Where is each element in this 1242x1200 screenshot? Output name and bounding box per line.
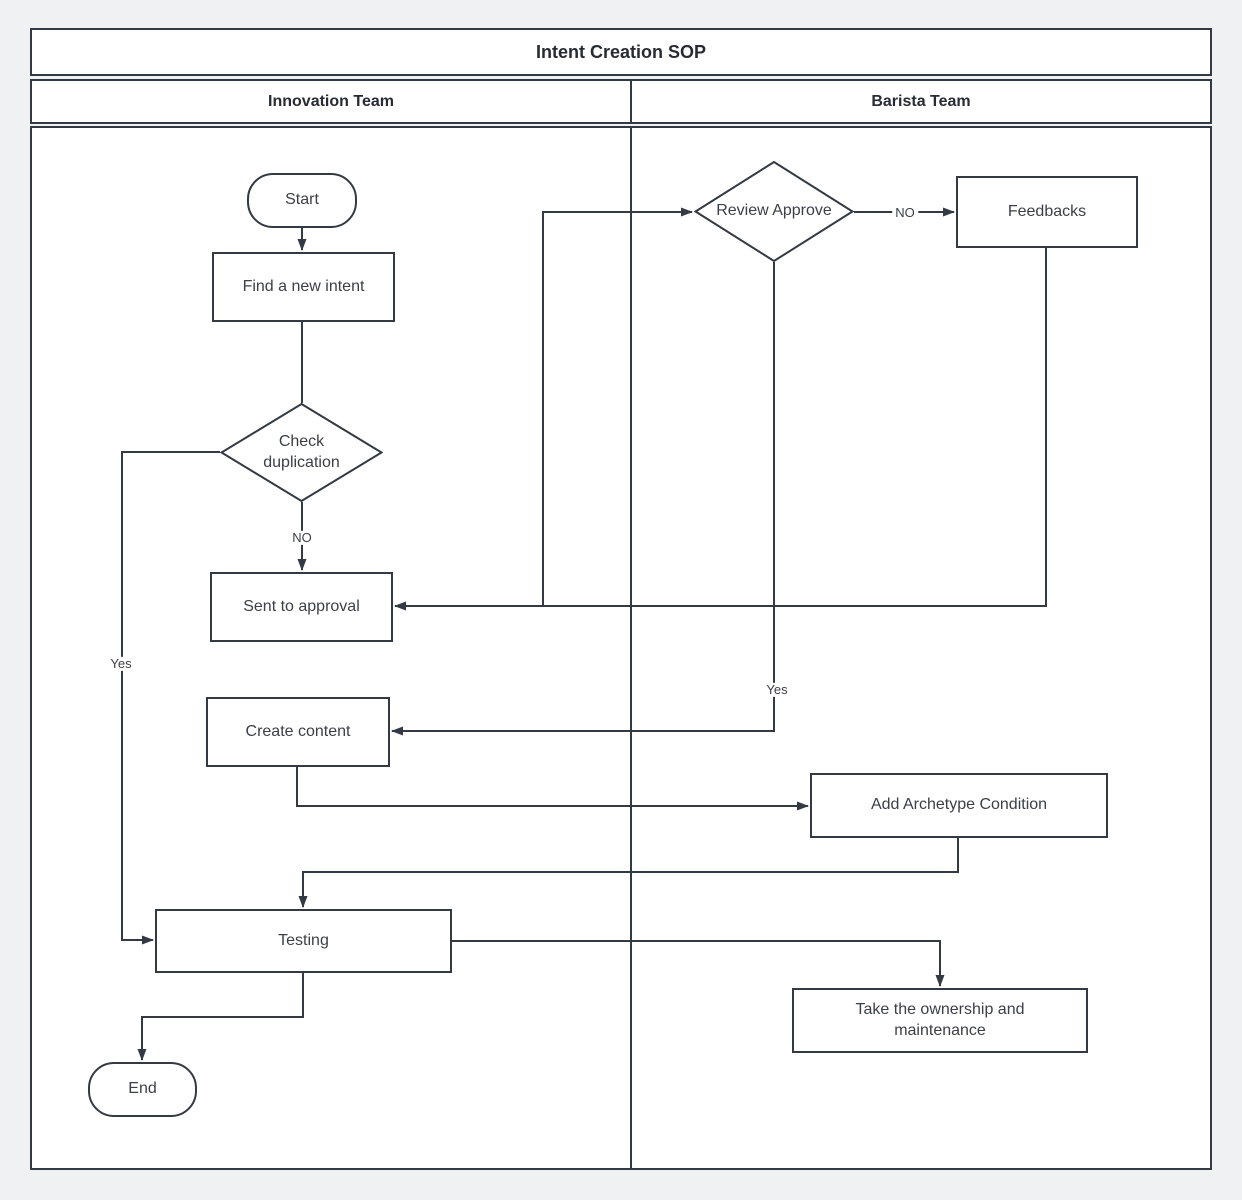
edge-label-review-no: NO <box>892 205 918 221</box>
node-label: Feedbacks <box>1007 202 1087 220</box>
diagram-title-bar: Intent Creation SOP <box>30 28 1212 76</box>
edge-label-review-yes: Yes <box>763 682 791 698</box>
node-testing: Testing <box>155 909 452 973</box>
node-label: Review Approve <box>716 202 832 220</box>
diamond-shape <box>220 403 383 502</box>
lane-header-label: Innovation Team <box>268 92 394 110</box>
node-label: Find a new intent <box>242 277 365 295</box>
node-label: Start <box>285 191 319 209</box>
node-create-content: Create content <box>206 697 390 767</box>
lane-header-label: Barista Team <box>871 92 971 110</box>
node-take-ownership-and-maintenance: Take the ownership and maintenance <box>792 988 1088 1053</box>
node-find-a-new-intent: Find a new intent <box>212 252 395 322</box>
lane-header-innovation-team: Innovation Team <box>30 79 632 124</box>
node-feedbacks: Feedbacks <box>956 176 1138 248</box>
node-label: Sent to approval <box>243 597 360 615</box>
lane-divider <box>630 128 632 1168</box>
node-review-approve: Review Approve <box>694 161 854 262</box>
node-start: Start <box>247 173 357 228</box>
node-add-archetype-condition: Add Archetype Condition <box>810 773 1108 838</box>
edge-label-duplication-no: NO <box>289 530 315 546</box>
node-end: End <box>88 1062 197 1117</box>
diagram-title: Intent Creation SOP <box>535 41 706 62</box>
node-sent-to-approval: Sent to approval <box>210 572 393 642</box>
node-check-duplication: Check duplication <box>220 403 383 502</box>
node-label: Create content <box>245 722 351 740</box>
node-label: Take the ownership and maintenance <box>855 1000 1025 1039</box>
node-label: End <box>128 1080 157 1098</box>
node-label: Check duplication <box>263 432 340 471</box>
node-label: Add Archetype Condition <box>870 796 1048 814</box>
node-label: Testing <box>278 931 329 949</box>
edge-label-duplication-yes: Yes <box>107 656 135 672</box>
lane-header-barista-team: Barista Team <box>630 79 1212 124</box>
